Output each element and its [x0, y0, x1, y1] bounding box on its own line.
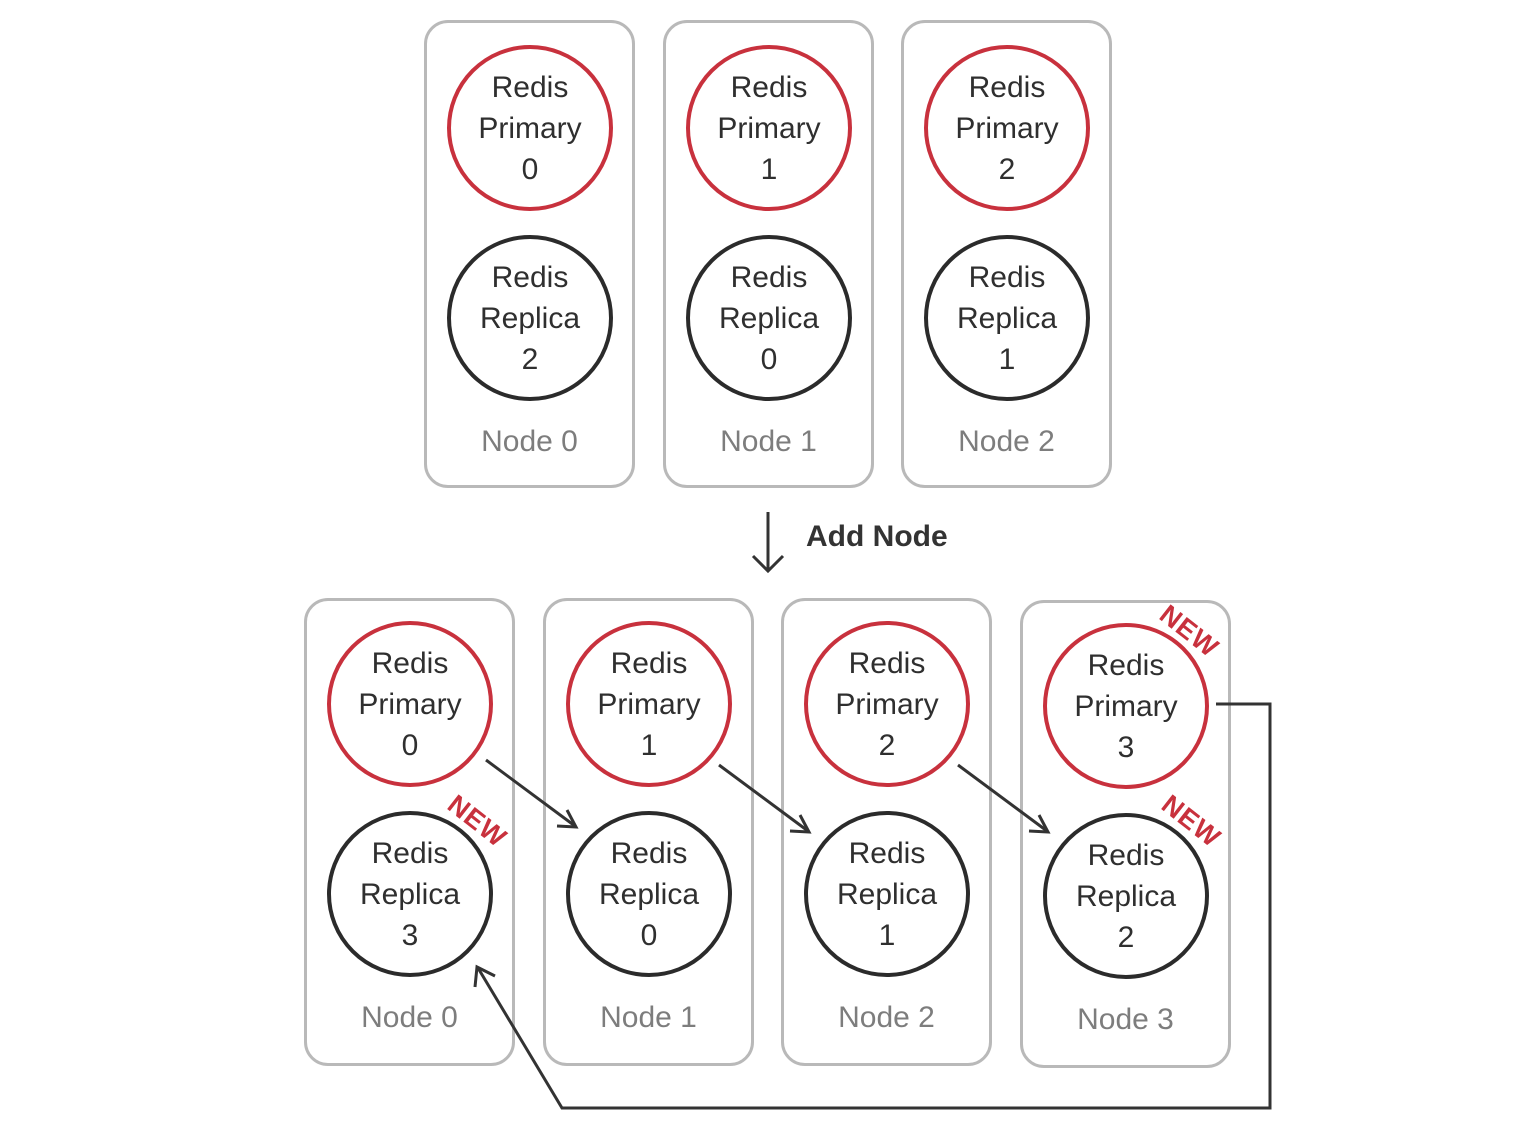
- circle-line1: Redis: [610, 836, 688, 870]
- after-node-1-replica: Redis Replica 0: [566, 811, 732, 977]
- node-label: Node 1: [720, 425, 817, 458]
- before-node-0-box: Redis Primary 0 Redis Replica 2 Node 0: [424, 20, 635, 488]
- circle-line2: Primary: [717, 111, 821, 145]
- circle-line1: Redis: [848, 836, 926, 870]
- before-node-0-replica: Redis Replica 2: [447, 235, 613, 401]
- circle-id: 1: [998, 342, 1016, 376]
- circle-line1: Redis: [730, 70, 808, 104]
- after-node-2-primary: Redis Primary 2: [804, 621, 970, 787]
- circle-line2: Replica: [836, 877, 938, 911]
- circle-line2: Primary: [955, 111, 1059, 145]
- node-label: Node 3: [1077, 1003, 1174, 1036]
- circle-line1: Redis: [371, 646, 449, 680]
- before-node-1-box: Redis Primary 1 Redis Replica 0 Node 1: [663, 20, 874, 488]
- circle-line1: Redis: [730, 260, 808, 294]
- circle-line1: Redis: [968, 70, 1046, 104]
- node-label: Node 0: [361, 1001, 458, 1034]
- circle-id: 2: [1117, 920, 1135, 954]
- circle-line1: Redis: [1087, 648, 1165, 682]
- before-node-2-primary: Redis Primary 2: [924, 45, 1090, 211]
- after-node-2-box: Redis Primary 2 Redis Replica 1 Node 2: [781, 598, 992, 1066]
- circle-line1: Redis: [491, 70, 569, 104]
- circle-id: 1: [878, 918, 896, 952]
- circle-id: 1: [760, 152, 778, 186]
- after-node-3-replica: Redis Replica 2: [1043, 813, 1209, 979]
- circle-id: 2: [521, 342, 539, 376]
- after-node-2-replica: Redis Replica 1: [804, 811, 970, 977]
- node-label: Node 0: [481, 425, 578, 458]
- after-node-1-box: Redis Primary 1 Redis Replica 0 Node 1: [543, 598, 754, 1066]
- circle-id: 2: [878, 728, 896, 762]
- node-label: Node 2: [838, 1001, 935, 1034]
- node-label: Node 2: [958, 425, 1055, 458]
- after-node-1-primary: Redis Primary 1: [566, 621, 732, 787]
- circle-id: 0: [401, 728, 419, 762]
- circle-line2: Primary: [1074, 689, 1178, 723]
- add-node-label: Add Node: [806, 520, 948, 553]
- before-node-1-primary: Redis Primary 1: [686, 45, 852, 211]
- circle-id: 3: [1117, 730, 1135, 764]
- circle-line1: Redis: [848, 646, 926, 680]
- circle-line2: Replica: [479, 301, 581, 335]
- circle-line2: Replica: [598, 877, 700, 911]
- node-label: Node 1: [600, 1001, 697, 1034]
- circle-id: 2: [998, 152, 1016, 186]
- circle-line1: Redis: [371, 836, 449, 870]
- circle-line2: Replica: [956, 301, 1058, 335]
- circle-line2: Replica: [718, 301, 820, 335]
- circle-line1: Redis: [1087, 838, 1165, 872]
- circle-line2: Primary: [478, 111, 582, 145]
- circle-id: 0: [760, 342, 778, 376]
- circle-id: 1: [640, 728, 658, 762]
- circle-line2: Primary: [835, 687, 939, 721]
- before-node-2-box: Redis Primary 2 Redis Replica 1 Node 2: [901, 20, 1112, 488]
- circle-line1: Redis: [491, 260, 569, 294]
- before-node-0-primary: Redis Primary 0: [447, 45, 613, 211]
- before-node-1-replica: Redis Replica 0: [686, 235, 852, 401]
- circle-line1: Redis: [610, 646, 688, 680]
- after-node-0-replica: Redis Replica 3: [327, 811, 493, 977]
- before-node-2-replica: Redis Replica 1: [924, 235, 1090, 401]
- circle-id: 3: [401, 918, 419, 952]
- after-node-0-primary: Redis Primary 0: [327, 621, 493, 787]
- circle-line2: Primary: [597, 687, 701, 721]
- circle-line2: Replica: [1075, 879, 1177, 913]
- circle-line1: Redis: [968, 260, 1046, 294]
- circle-id: 0: [640, 918, 658, 952]
- circle-id: 0: [521, 152, 539, 186]
- circle-line2: Primary: [358, 687, 462, 721]
- circle-line2: Replica: [359, 877, 461, 911]
